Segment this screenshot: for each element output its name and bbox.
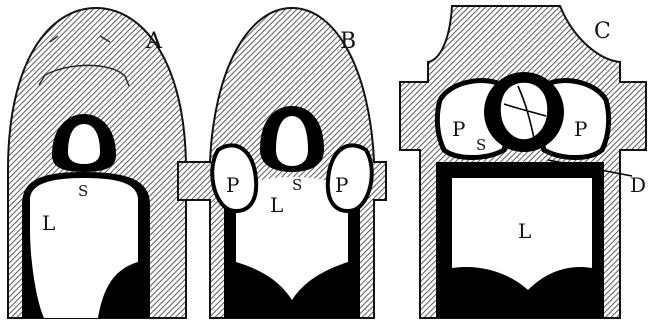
panel-c-lung-label: L [518, 219, 531, 243]
panel-c-pleura-left-label: P [452, 117, 465, 141]
panel-c-diaphragm-label: D [630, 173, 646, 197]
panel-b-lung-label: L [270, 193, 283, 217]
panel-a-septum-label: S [78, 182, 88, 200]
panel-b-septum-label: S [292, 176, 302, 194]
panel-b-pleura-right-label: P [335, 173, 348, 197]
panel-c: C P P S L D [400, 6, 646, 318]
panel-a-label: A [145, 29, 163, 54]
panel-b-pleura-left-label: P [226, 173, 239, 197]
panel-a-lung-label: L [42, 211, 55, 235]
panel-a: A L S [8, 8, 186, 318]
panel-c-label: C [594, 19, 611, 44]
panel-c-heart [500, 82, 548, 140]
panel-b-label: B [340, 29, 356, 54]
panel-c-septum-label: S [476, 136, 486, 154]
panel-b: B P P L S [178, 8, 386, 318]
panel-c-pleura-right-label: P [574, 117, 587, 141]
